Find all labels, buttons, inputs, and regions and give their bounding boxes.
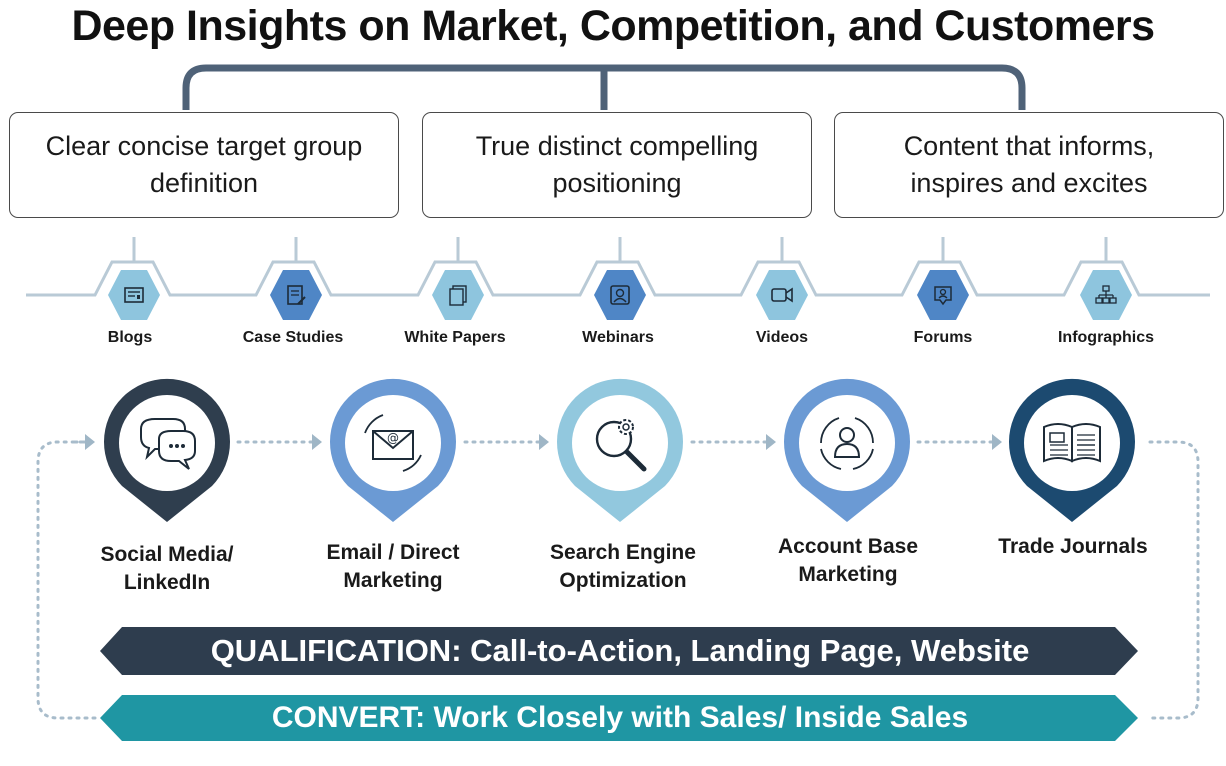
qualification-text: QUALIFICATION: Call-to-Action, Landing P…: [210, 633, 1030, 668]
channel-label-trade-journals: Trade Journals: [998, 535, 1148, 558]
channel-pin-2: @: [329, 378, 456, 522]
connector-arrow: [539, 434, 549, 450]
blog-icon: [124, 287, 144, 303]
channel-label-seo: Search Engine Optimization: [550, 541, 696, 592]
content-hexagons: [108, 270, 1132, 320]
white-paper-icon: [449, 285, 467, 306]
webinar-icon: [610, 285, 630, 305]
video-icon: [771, 287, 793, 303]
content-label-blogs: Blogs: [107, 329, 153, 346]
connector-arrow: [312, 434, 322, 450]
channel-pins: @: [104, 378, 1135, 522]
content-timeline: [26, 260, 1210, 297]
page-title: Deep Insights on Market, Competition, an…: [71, 2, 1155, 50]
channel-pin-4: [784, 378, 910, 522]
content-label-case-studies: Case Studies: [242, 329, 344, 346]
content-label-forums: Forums: [913, 329, 973, 346]
content-box: Content that informs, inspires and excit…: [834, 112, 1224, 218]
pin-connectors: [73, 434, 1002, 450]
content-hex-2: [270, 270, 322, 320]
convert-banner: [100, 695, 1138, 741]
channel-label-abm: Account Base Marketing: [777, 535, 919, 586]
content-hex-3: [432, 270, 484, 320]
content-hex-6: [917, 270, 969, 320]
connector-arrow: [992, 434, 1002, 450]
target-group-box: Clear concise target group definition: [9, 112, 399, 218]
channel-pin-3: [557, 378, 684, 522]
open-journal-icon: [1043, 423, 1101, 463]
case-study-icon: [287, 285, 306, 305]
positioning-text: True distinct compelling positioning: [475, 131, 759, 198]
forum-icon: [934, 286, 952, 306]
content-label-webinars: Webinars: [582, 329, 654, 346]
channel-pin-1: [104, 378, 231, 522]
content-label-infographics: Infographics: [1057, 329, 1154, 346]
channel-label-social-media: Social Media/ LinkedIn: [100, 543, 234, 594]
magnifier-gear-icon: [595, 419, 647, 472]
envelope-icon: @: [364, 414, 422, 472]
content-label-videos: Videos: [755, 329, 809, 346]
timeline-ticks: [132, 237, 1108, 262]
connector-arrow: [85, 434, 95, 450]
positioning-box: True distinct compelling positioning: [422, 112, 812, 218]
person-cycle-icon: [820, 417, 874, 470]
infographic-icon: [1095, 285, 1117, 304]
content-hex-1: [108, 270, 160, 320]
svg-text:@: @: [387, 431, 399, 445]
chat-bubbles-icon: [140, 418, 196, 470]
connector-arrow: [766, 434, 776, 450]
content-hex-4: [594, 270, 646, 320]
content-label-white-papers: White Papers: [404, 329, 506, 346]
top-bracket: [182, 64, 1026, 110]
convert-text: CONVERT: Work Closely with Sales/ Inside…: [271, 701, 969, 734]
content-text: Content that informs, inspires and excit…: [903, 131, 1155, 198]
loop-path: [36, 440, 1200, 720]
content-hex-5: [756, 270, 808, 320]
channel-pin-5: [1009, 378, 1135, 522]
content-hex-7: [1080, 270, 1132, 320]
target-group-text: Clear concise target group definition: [45, 131, 363, 198]
channel-label-email: Email / Direct Marketing: [326, 541, 460, 592]
qualification-banner: [100, 627, 1138, 675]
